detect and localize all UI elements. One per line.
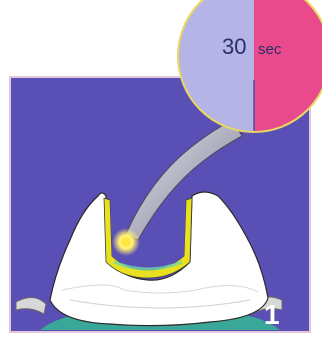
lens-right-half bbox=[254, 0, 322, 140]
light-tip bbox=[121, 237, 131, 247]
timer-value: 30 bbox=[222, 34, 246, 59]
timer-unit: sec bbox=[258, 41, 282, 58]
step-number: 1 bbox=[264, 299, 280, 330]
